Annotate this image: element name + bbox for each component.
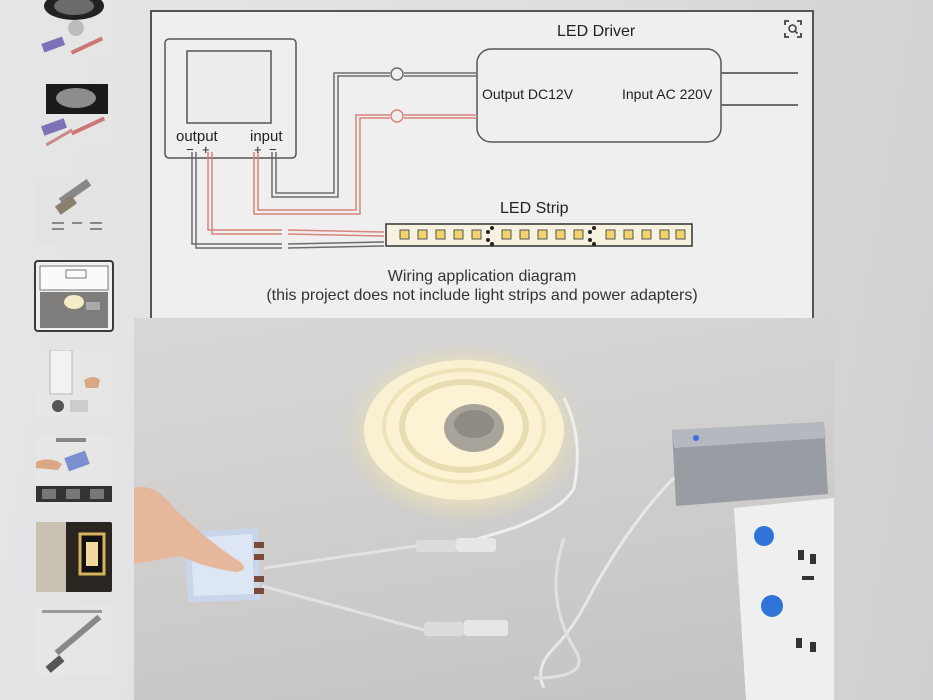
hand bbox=[134, 486, 245, 572]
driver-input-label: Input AC 220V bbox=[622, 86, 713, 102]
thumbnail-4-selected[interactable] bbox=[34, 260, 114, 332]
input-plus: + bbox=[254, 142, 262, 157]
thumbnail-8[interactable] bbox=[36, 606, 112, 676]
dc-connector-top bbox=[416, 540, 456, 552]
driver-box bbox=[476, 48, 722, 143]
thumbnail-5[interactable] bbox=[36, 350, 112, 416]
caption-title: Wiring application diagram bbox=[387, 268, 577, 285]
switch-panel bbox=[186, 50, 272, 124]
caption-note: (this project does not include light str… bbox=[266, 287, 698, 304]
power-adapter bbox=[672, 422, 828, 506]
dc-connector-bottom bbox=[424, 622, 464, 636]
switch-input-label: input bbox=[250, 128, 283, 145]
thumbnail-6[interactable] bbox=[36, 436, 112, 504]
scan-icon[interactable] bbox=[780, 16, 806, 42]
driver-title: LED Driver bbox=[557, 23, 636, 40]
led-strip bbox=[385, 223, 693, 247]
wall-socket bbox=[734, 498, 834, 700]
output-plus: + bbox=[202, 142, 210, 157]
thumbnail-7[interactable] bbox=[36, 522, 112, 592]
wiring-diagram: LED Driver Output DC12V Input AC 220V ou… bbox=[150, 10, 814, 322]
product-photo bbox=[134, 318, 834, 700]
terminal-red bbox=[390, 109, 404, 123]
thumbnail-3[interactable] bbox=[36, 178, 112, 244]
thumbnail-1[interactable] bbox=[36, 0, 112, 62]
terminal-gray bbox=[390, 67, 404, 81]
thumbnail-strip bbox=[28, 0, 128, 700]
input-minus: − bbox=[269, 142, 277, 157]
thumbnail-2[interactable] bbox=[36, 84, 112, 150]
driver-output-label: Output DC12V bbox=[482, 86, 574, 102]
switch-output-label: output bbox=[176, 128, 218, 145]
strip-title: LED Strip bbox=[500, 200, 569, 217]
output-minus: − bbox=[186, 142, 194, 157]
